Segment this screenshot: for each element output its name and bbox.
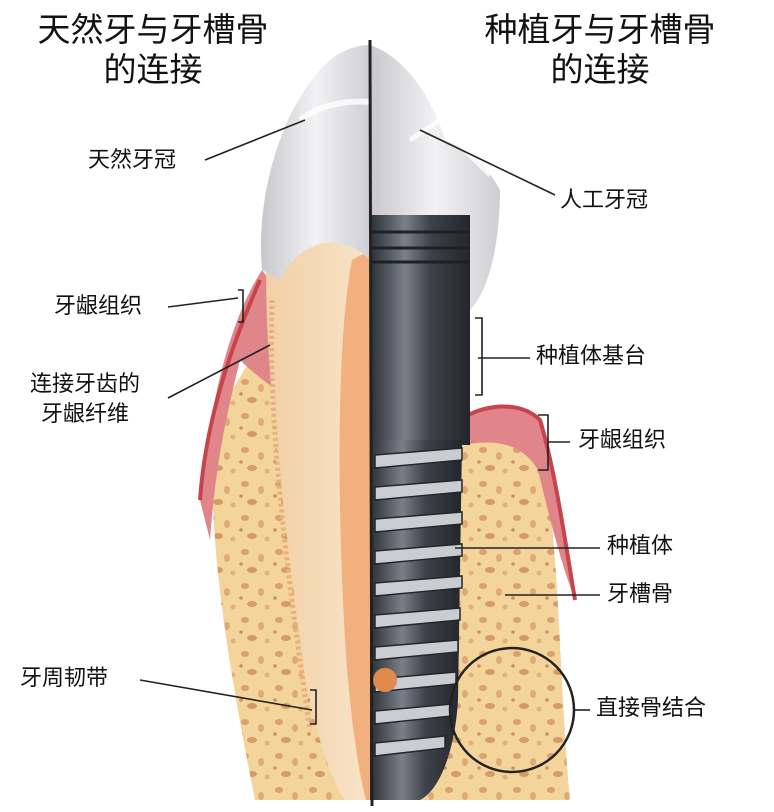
label-artificial-crown: 人工牙冠 [560,188,649,213]
natural-crown [260,45,370,280]
label-osseointegration: 直接骨结合 [596,696,707,721]
leader-periodontal-ligament [139,679,313,711]
leader-gingival-fibers [167,344,271,399]
artificial-crown [370,45,500,310]
bracket-gingiva-left [238,289,244,323]
bone-particle [373,668,397,692]
pulp [339,250,370,800]
label-gingival-fibers-line-2: 牙龈纤维 [41,402,130,427]
label-gingiva-right: 牙龈组织 [578,428,667,453]
abutment [370,215,470,445]
right-title-line-1: 种植牙与牙槽骨 [484,10,716,49]
leader-artificial-crown [419,129,556,196]
left-title-line-2: 的连接 [103,50,203,89]
leader-natural-crown [204,119,306,161]
label-periodontal-ligament: 牙周韧带 [20,666,109,691]
label-gingival-fibers: 连接牙齿的 牙龈纤维 [30,370,140,430]
right-title-line-2: 的连接 [550,50,650,89]
label-gingival-fibers-line-1: 连接牙齿的 [30,372,141,397]
leader-gingiva-left [167,297,239,308]
left-title-line-1: 天然牙与牙槽骨 [37,10,269,49]
natural-tooth-section [198,45,370,800]
bracket-periodontal [310,689,317,725]
gingiva-right [460,406,575,600]
right-title: 种植牙与牙槽骨 的连接 [440,10,760,90]
bracket-abutment [475,317,483,396]
label-gingiva-left: 牙龈组织 [54,294,143,319]
left-title: 天然牙与牙槽骨 的连接 [8,10,298,90]
center-divider [368,39,374,807]
label-alveolar-bone: 牙槽骨 [607,582,674,607]
label-natural-crown: 天然牙冠 [88,148,177,173]
label-implant: 种植体 [607,534,674,559]
label-abutment: 种植体基台 [536,344,647,369]
implant-section [370,45,577,800]
